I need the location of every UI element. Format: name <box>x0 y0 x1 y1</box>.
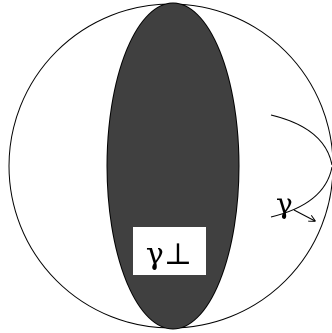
gamma-arrow <box>293 209 315 221</box>
dark-disk <box>106 2 240 330</box>
gamma-label: γ <box>276 187 293 220</box>
gamma-curve-lower <box>270 166 332 218</box>
label-box <box>133 227 206 275</box>
gamma-curve <box>270 114 332 166</box>
gamma-perp-label: γ⊥ <box>146 237 192 272</box>
